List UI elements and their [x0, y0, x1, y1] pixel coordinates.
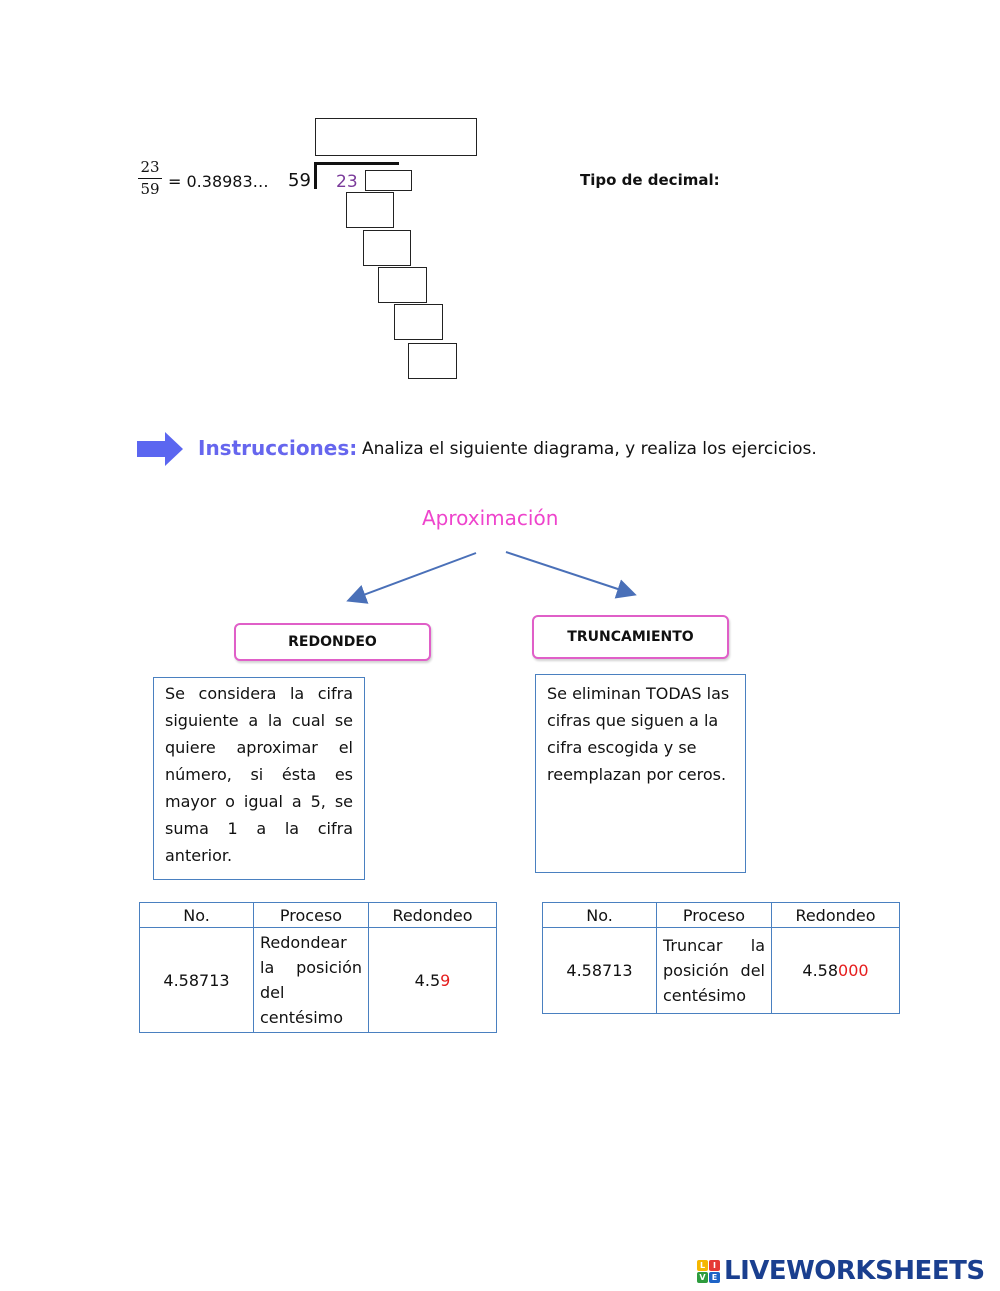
diagram-root-label: Aproximación	[422, 506, 559, 530]
header-process: Proceso	[253, 902, 369, 928]
logo-letter: E	[709, 1271, 720, 1283]
table-row: 4.58713 Truncar la posición del centésim…	[542, 927, 900, 1014]
dividend: 23	[336, 172, 358, 192]
decimal-result: = 0.38983…	[168, 172, 269, 191]
truncation-result: 4.58000	[771, 927, 900, 1014]
remainder-box-2[interactable]	[346, 192, 394, 228]
rounding-table: No. Proceso Redondeo 4.58713 Redondear l…	[139, 902, 497, 1033]
table-header-row: No. Proceso Redondeo	[542, 902, 900, 928]
quotient-answer-box[interactable]	[315, 118, 477, 156]
header-no: No.	[542, 902, 657, 928]
fraction-denominator: 59	[140, 180, 160, 198]
truncation-table: No. Proceso Redondeo 4.58713 Truncar la …	[542, 902, 900, 1014]
fraction-numerator: 23	[140, 158, 160, 176]
instructions-title: Instrucciones:	[198, 436, 358, 460]
division-bracket	[314, 162, 399, 189]
header-result: Redondeo	[771, 902, 900, 928]
logo-blocks-icon: L I V E	[697, 1259, 720, 1283]
logo-letter: V	[697, 1271, 708, 1283]
logo-letter: L	[697, 1259, 708, 1271]
decimal-type-label: Tipo de decimal:	[580, 171, 720, 189]
truncation-process: Truncar la posición del centésimo	[656, 927, 772, 1014]
rounding-result-base: 4.5	[414, 970, 441, 990]
logo-letter: I	[709, 1259, 720, 1271]
table-row: 4.58713 Redondear la posición del centés…	[139, 927, 497, 1033]
left-diagram-arrow	[346, 552, 477, 604]
diagram-arrows	[346, 551, 637, 604]
truncation-result-base: 4.58	[802, 961, 839, 980]
remainder-box-1[interactable]	[365, 170, 412, 191]
divisor: 59	[288, 170, 311, 191]
header-process: Proceso	[656, 902, 772, 928]
header-result: Redondeo	[368, 902, 497, 928]
liveworksheets-logo: L I V E LIVEWORKSHEETS	[697, 1256, 985, 1286]
truncation-description: Se eliminan TODAS las cifras que siguen …	[535, 674, 746, 873]
rounding-result: 4.59	[368, 927, 497, 1033]
remainder-box-4[interactable]	[378, 267, 427, 303]
fraction: 23 59	[138, 158, 162, 199]
rounding-description: Se considera la cifra siguiente a la cua…	[153, 677, 365, 880]
instructions-text: Analiza el siguiente diagrama, y realiza…	[362, 439, 817, 459]
rounding-number: 4.58713	[139, 927, 254, 1033]
right-diagram-arrow	[505, 551, 637, 599]
rounding-result-digit: 9	[440, 970, 451, 990]
rounding-title-box: REDONDEO	[234, 623, 431, 661]
truncation-number: 4.58713	[542, 927, 657, 1014]
fraction-bar	[138, 178, 162, 179]
truncation-title-box: TRUNCAMIENTO	[532, 615, 729, 659]
remainder-box-6[interactable]	[408, 343, 457, 379]
rounding-title: REDONDEO	[288, 634, 377, 650]
rounding-process: Redondear la posición del centésimo	[253, 927, 369, 1033]
truncation-result-zeros: 000	[838, 961, 869, 980]
remainder-box-3[interactable]	[363, 230, 411, 266]
header-no: No.	[139, 902, 254, 928]
right-arrow-icon	[137, 432, 183, 466]
truncation-title: TRUNCAMIENTO	[567, 629, 694, 645]
remainder-box-5[interactable]	[394, 304, 443, 340]
logo-text: LIVEWORKSHEETS	[724, 1256, 985, 1286]
table-header-row: No. Proceso Redondeo	[139, 902, 497, 928]
